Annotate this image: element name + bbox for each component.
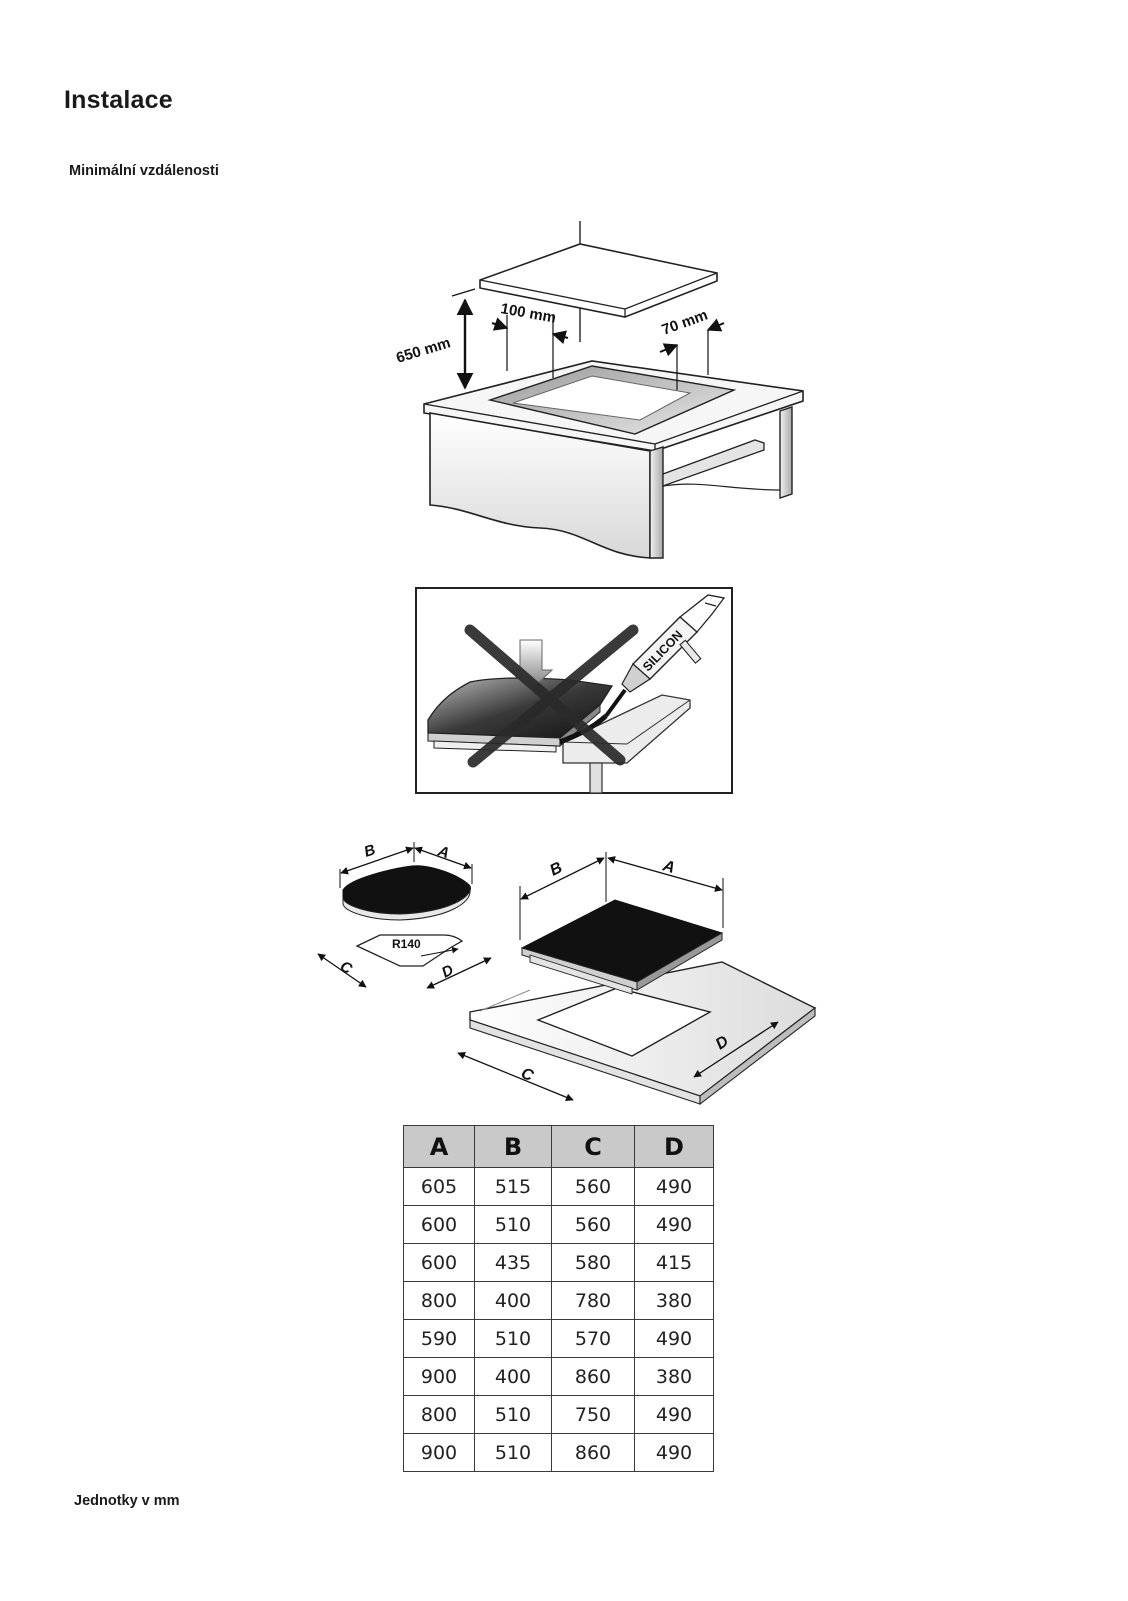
table-cell: 600 <box>403 1205 475 1244</box>
table-cell: 490 <box>634 1205 714 1244</box>
section-subtitle: Minimální vzdálenosti <box>69 163 219 179</box>
table-cell: 590 <box>403 1319 475 1358</box>
large-label-a: A <box>660 857 677 877</box>
hob-glass <box>427 677 614 739</box>
cutout-dimensions-table: A B C D 605 515 560 490 600 510 560 490 … <box>403 1125 714 1472</box>
back-clearance-label: 100 mm <box>499 300 557 326</box>
table-row: 900 400 860 380 <box>403 1357 714 1396</box>
table-cell: 580 <box>551 1243 635 1282</box>
small-label-d: D <box>439 961 457 981</box>
table-row: 600 435 580 415 <box>403 1243 714 1282</box>
units-note: Jednotky v mm <box>74 1493 180 1509</box>
prohibited-cross-icon <box>464 624 639 768</box>
table-cell: 380 <box>634 1281 714 1320</box>
table-cell: 560 <box>551 1205 635 1244</box>
table-cell: 860 <box>551 1357 635 1396</box>
page-title: Instalace <box>64 86 173 114</box>
table-cell: 380 <box>634 1357 714 1396</box>
table-cell: 400 <box>474 1281 552 1320</box>
table-cell: 750 <box>551 1395 635 1434</box>
table-cell: 600 <box>403 1243 475 1282</box>
small-label-c: C <box>337 958 356 979</box>
table-cell: 400 <box>474 1357 552 1396</box>
radius-label: R140 <box>392 937 421 951</box>
table-cell: 490 <box>634 1167 714 1206</box>
table-cell: 800 <box>403 1281 475 1320</box>
table-cell: 415 <box>634 1243 714 1282</box>
cabinet-leg <box>779 406 793 499</box>
large-label-c: C <box>519 1065 536 1085</box>
header-b: B <box>474 1125 552 1168</box>
header-a: A <box>403 1125 475 1168</box>
no-silicone-diagram: SILICON <box>415 587 733 794</box>
header-c: C <box>551 1125 635 1168</box>
table-row: 900 510 860 490 <box>403 1433 714 1472</box>
large-label-b: B <box>547 859 565 879</box>
table-row: 800 510 750 490 <box>403 1395 714 1434</box>
upper-cabinet <box>479 243 718 318</box>
table-cell: 800 <box>403 1395 475 1434</box>
header-d: D <box>634 1125 714 1168</box>
worktop-cutout <box>536 987 712 1057</box>
table-cell: 490 <box>634 1319 714 1358</box>
table-row: 590 510 570 490 <box>403 1319 714 1358</box>
table-cell: 900 <box>403 1433 475 1472</box>
small-label-b: B <box>362 841 378 861</box>
table-cell: 510 <box>474 1395 552 1434</box>
table-cell: 570 <box>551 1319 635 1358</box>
table-cell: 510 <box>474 1319 552 1358</box>
table-cell: 605 <box>403 1167 475 1206</box>
height-dimension-label: 650 mm <box>394 334 452 367</box>
table-cell: 515 <box>474 1167 552 1206</box>
table-cell: 560 <box>551 1167 635 1206</box>
table-row: 605 515 560 490 <box>403 1167 714 1206</box>
table-cell: 435 <box>474 1243 552 1282</box>
small-label-a: A <box>435 842 452 862</box>
table-row: 600 510 560 490 <box>403 1205 714 1244</box>
table-cell: 780 <box>551 1281 635 1320</box>
table-cell: 510 <box>474 1205 552 1244</box>
table-cell: 860 <box>551 1433 635 1472</box>
cutout-dimensions-diagram: B A R140 C D B A C D <box>317 841 817 1106</box>
cabinet-front <box>429 412 651 559</box>
table-row: 800 400 780 380 <box>403 1281 714 1320</box>
side-clearance-label: 70 mm <box>660 307 710 339</box>
table-cell: 490 <box>634 1433 714 1472</box>
table-cell: 510 <box>474 1433 552 1472</box>
table-header-row: A B C D <box>403 1125 714 1168</box>
small-cutout-outline <box>355 934 464 967</box>
table-cell: 900 <box>403 1357 475 1396</box>
clearance-diagram: 650 mm 100 mm 70 mm <box>394 221 804 559</box>
table-cell: 490 <box>634 1395 714 1434</box>
